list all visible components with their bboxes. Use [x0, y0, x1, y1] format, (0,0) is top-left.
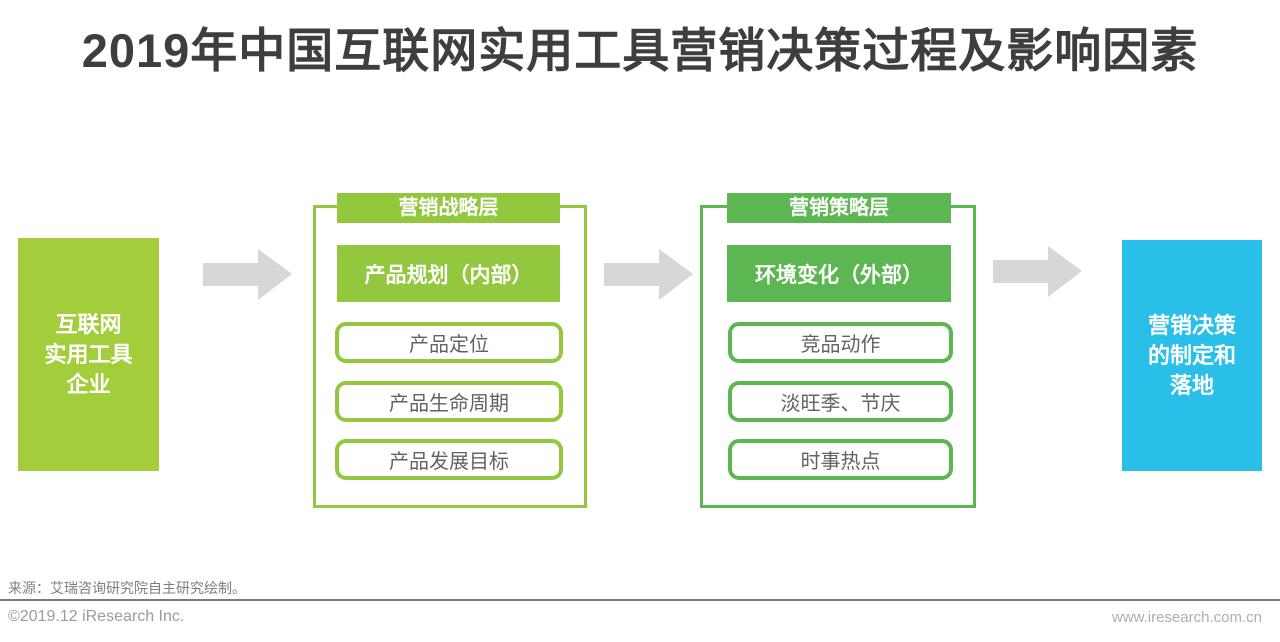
flow-arrow-icon: [604, 249, 693, 300]
footer-divider: [0, 599, 1280, 601]
arrow-head: [258, 249, 292, 300]
result-decision-line: 的制定和: [1147, 342, 1236, 368]
result-decision-line: 营销决策: [1147, 312, 1236, 338]
footer-copyright: ©2019.12 iResearch Inc.: [8, 608, 185, 625]
stage-strategy-highlight: 产品规划（内部）: [337, 245, 560, 302]
flow-arrow-icon: [203, 249, 292, 300]
arrow-shaft: [993, 260, 1049, 283]
stage-tactics-item: 时事热点: [728, 439, 953, 480]
source-note: 来源：艾瑞咨询研究院自主研究绘制。: [8, 580, 246, 596]
arrow-shaft: [604, 263, 660, 286]
stage-strategy-item: 产品生命周期: [335, 381, 563, 422]
footer-website: www.iresearch.com.cn: [1111, 609, 1262, 626]
arrow-head: [1048, 246, 1082, 297]
source-company-box: 互联网 实用工具 企业: [18, 238, 159, 471]
stage-strategy-item: 产品发展目标: [335, 439, 563, 480]
stage-strategy-header: 营销战略层: [337, 193, 560, 223]
arrow-head: [659, 249, 693, 300]
stage-tactics-highlight: 环境变化（外部）: [727, 245, 951, 302]
stage-strategy-item: 产品定位: [335, 322, 563, 363]
stage-tactics-item: 竞品动作: [728, 322, 953, 363]
stage-tactics-header: 营销策略层: [727, 193, 951, 223]
result-decision-box: 营销决策 的制定和 落地: [1122, 240, 1262, 471]
flow-arrow-icon: [993, 246, 1082, 297]
source-company-line: 实用工具: [44, 341, 133, 367]
source-company-line: 互联网: [55, 311, 122, 337]
arrow-shaft: [203, 263, 259, 286]
source-company-line: 企业: [66, 371, 111, 397]
result-decision-line: 落地: [1169, 372, 1214, 398]
page-title: 2019年中国互联网实用工具营销决策过程及影响因素: [81, 24, 1199, 77]
stage-tactics-item: 淡旺季、节庆: [728, 381, 953, 422]
